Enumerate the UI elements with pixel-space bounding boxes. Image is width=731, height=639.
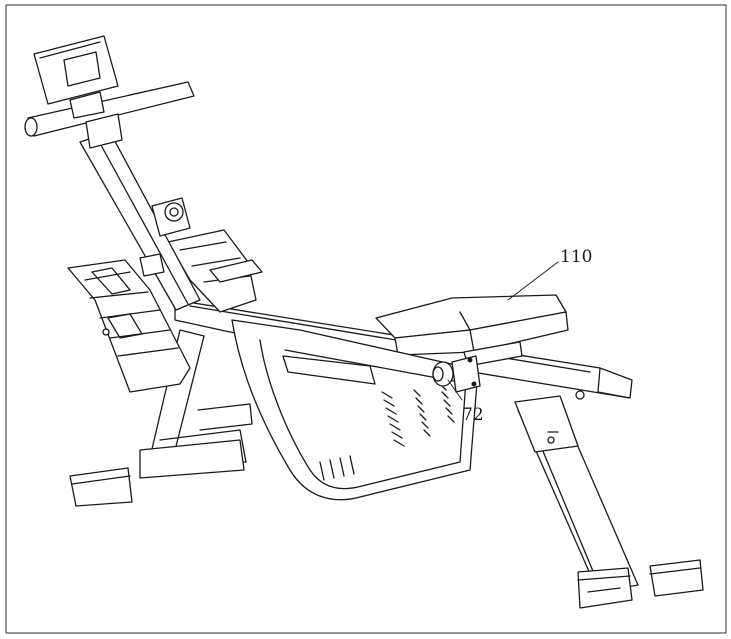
monitor: [33, 35, 119, 119]
console-arm: [24, 81, 201, 311]
water-tank: [231, 319, 479, 501]
label-72: 72: [462, 405, 484, 425]
figure-border: [5, 4, 727, 634]
rear-stand: [514, 395, 704, 609]
label-110: 110: [560, 247, 592, 267]
foot-plates: [67, 229, 263, 393]
front-stand: [69, 329, 253, 507]
leader-lines: [447, 261, 559, 401]
